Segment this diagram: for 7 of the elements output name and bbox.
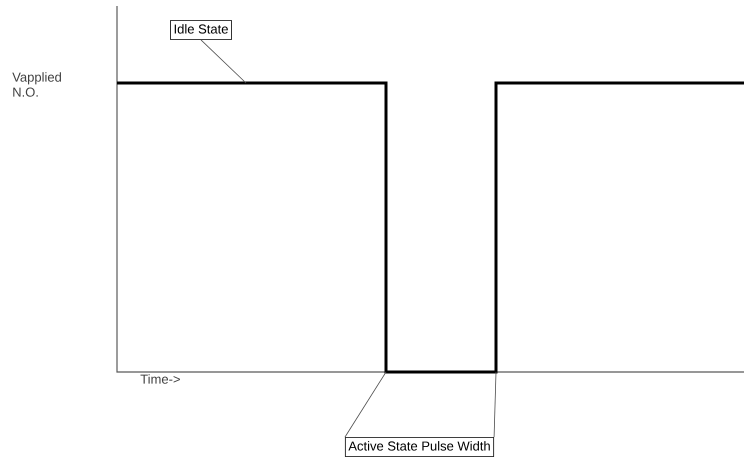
label-box: Idle State bbox=[170, 20, 232, 40]
axis-label: Vapplied N.O. bbox=[12, 72, 61, 97]
leader-line bbox=[344, 372, 386, 438]
label-box: Active State Pulse Width bbox=[344, 437, 494, 457]
axis-label: Time-> bbox=[140, 374, 180, 384]
leader-line bbox=[494, 372, 496, 438]
leader-line bbox=[200, 40, 246, 84]
